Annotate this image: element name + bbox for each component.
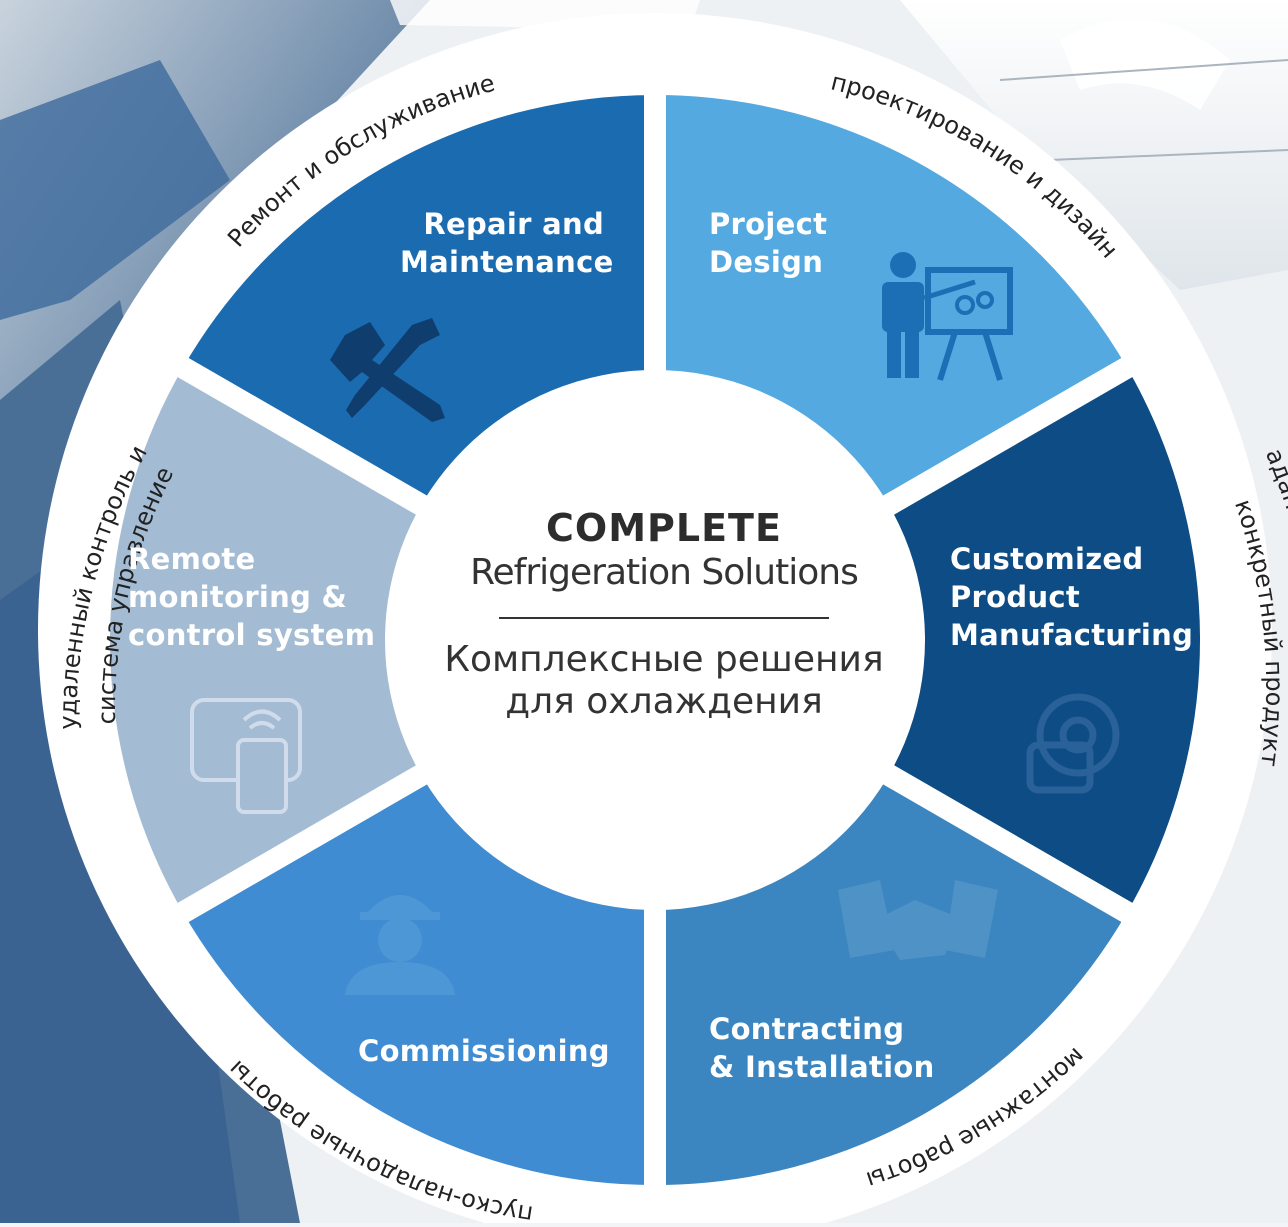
- segment-label-repair: Repair and Maintenance: [400, 205, 614, 281]
- repair-label-line2: Maintenance: [400, 245, 614, 279]
- handshake-icon: [838, 880, 998, 960]
- center-title: COMPLETE: [546, 506, 782, 550]
- repair-label-line1: Repair and: [423, 207, 604, 241]
- center-ru-line2: для охлаждения: [505, 681, 823, 722]
- segment-label-installation: Contracting & Installation: [709, 1010, 935, 1086]
- center-divider: [499, 617, 829, 619]
- segment-outer-edge: [95, 80, 1215, 1200]
- segment-label-design: Project Design: [709, 205, 827, 281]
- design-label-line2: Design: [709, 245, 824, 279]
- installation-label-line2: & Installation: [709, 1050, 935, 1084]
- engineer-hardhat-icon: [345, 895, 455, 995]
- manufacturing-label-line1: Customized: [950, 542, 1144, 576]
- commissioning-label-line1: Commissioning: [358, 1034, 610, 1068]
- remote-label-line1: Remote: [128, 542, 256, 576]
- segment-label-manufacturing: Customized Product Manufacturing: [950, 540, 1193, 654]
- wrench-screwdriver-icon: [330, 318, 445, 422]
- remote-control-icon: [190, 698, 302, 814]
- center-disk: [385, 370, 925, 910]
- manufacturing-label-line2: Product: [950, 580, 1081, 614]
- remote-label-line3: control system: [128, 618, 376, 652]
- design-label-line1: Project: [709, 207, 828, 241]
- remote-label-line2: monitoring &: [128, 580, 348, 614]
- center-title-block: COMPLETE Refrigeration Solutions Комплек…: [404, 505, 924, 723]
- manufacturing-label-line3: Manufacturing: [950, 618, 1194, 652]
- segment-label-commissioning: Commissioning: [358, 1032, 610, 1070]
- presenter-board-icon: [882, 252, 1013, 381]
- center-subtitle: Refrigeration Solutions: [470, 552, 859, 593]
- segment-label-remote: Remote monitoring & control system: [128, 540, 375, 654]
- gear-hand-icon: [1026, 693, 1120, 794]
- center-ru-line1: Комплексные решения: [444, 639, 884, 680]
- installation-label-line1: Contracting: [709, 1012, 905, 1046]
